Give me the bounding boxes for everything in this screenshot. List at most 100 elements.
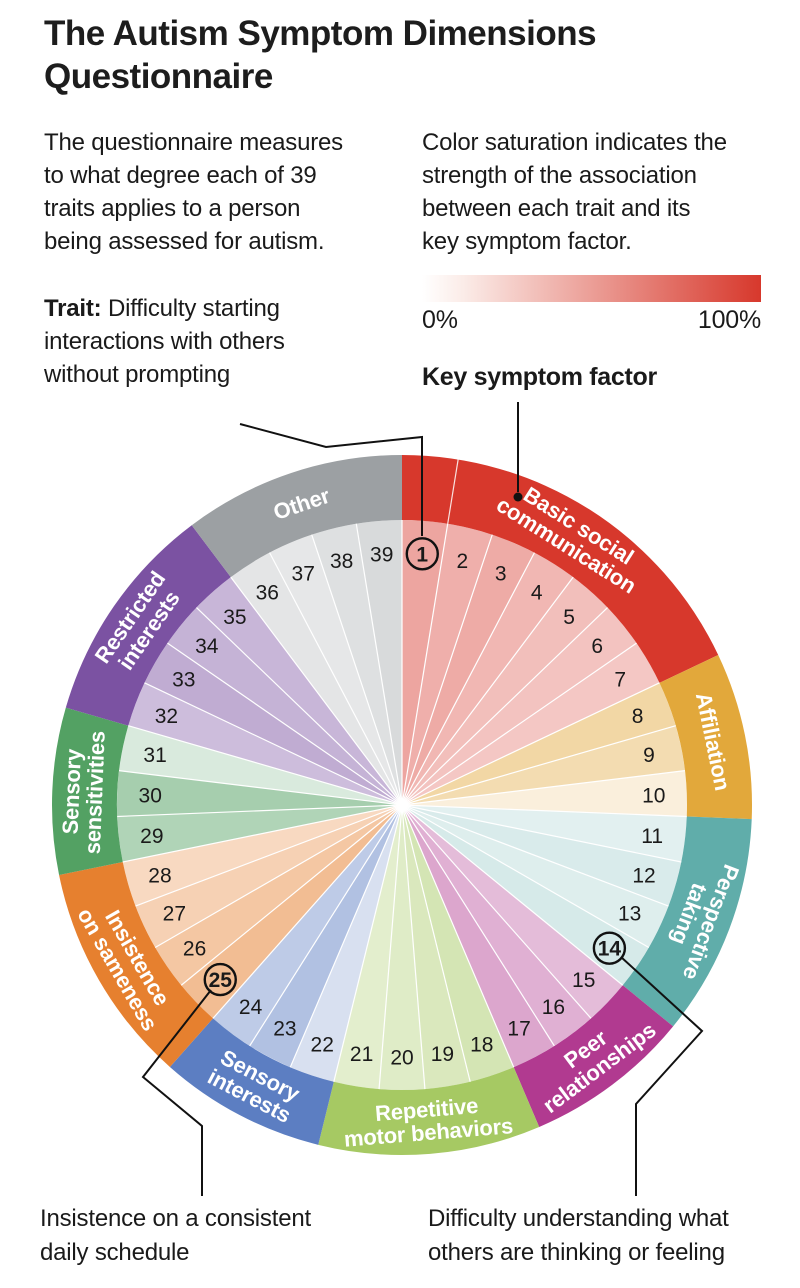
factor-label-sensory-sensitivities: Sensorysensitivities	[57, 730, 110, 855]
trait-number-34: 34	[195, 635, 219, 658]
wedge-separator	[196, 607, 403, 806]
factor-band-sensory-interests	[169, 1018, 334, 1145]
intro-paragraph: The questionnaire measures to what degre…	[44, 126, 384, 258]
trait-wedge-4	[402, 552, 574, 805]
wedge-separator	[119, 770, 403, 806]
trait-wedge-27	[135, 805, 402, 948]
trait-number-15: 15	[572, 969, 595, 992]
trait-wedge-24	[213, 805, 402, 1046]
wedge-separator	[401, 804, 471, 1082]
factor-band-repetitive-motor-behaviors	[318, 1067, 540, 1155]
trait-wedge-6	[402, 607, 637, 805]
leader-lines	[141, 402, 704, 1196]
gradient-max-label: 100%	[697, 306, 761, 334]
trait-wedge-3	[402, 534, 535, 805]
wedge-separator	[249, 804, 403, 1047]
trait-number-30: 30	[139, 784, 162, 807]
wedge-separator	[401, 576, 574, 806]
trait-number-9: 9	[643, 744, 655, 767]
legend-line: strength of the association	[422, 162, 697, 189]
wedge-separator	[401, 725, 676, 806]
trait-wedge-35	[196, 577, 402, 805]
intro-line: The questionnaire measures	[44, 129, 343, 156]
intro-line: traits applies to a person	[44, 195, 301, 222]
factor-band-other	[191, 455, 402, 578]
trait-wedge-5	[402, 577, 608, 805]
trait-number-19: 19	[431, 1043, 454, 1066]
gradient-scale-labels: 0% 100%	[422, 306, 761, 335]
trait-highlight-circle-25	[203, 962, 237, 997]
factor-band-perspective-taking	[622, 816, 752, 1027]
trait-wedge-34	[167, 607, 402, 805]
callout-line: daily schedule	[40, 1239, 190, 1266]
wedge-separator	[401, 804, 669, 907]
legend-line: between each trait and its	[422, 195, 691, 222]
wedge-separator	[378, 804, 403, 1090]
trait-wedge-28	[122, 805, 402, 907]
intro-line: to what degree each of 39	[44, 162, 317, 189]
wedge-separator	[355, 523, 403, 806]
trait-number-28: 28	[148, 865, 171, 888]
trait-number-31: 31	[143, 744, 166, 767]
trait-number-38: 38	[330, 550, 353, 573]
trait-wedge-7	[402, 643, 660, 805]
trait-wedge-9	[402, 725, 685, 805]
trait-number-26: 26	[183, 938, 206, 961]
factor-band-affiliation	[659, 654, 753, 820]
trait-highlight-circle-1	[405, 537, 439, 571]
intro-line: being assessed for autism.	[44, 228, 325, 255]
wedge-separator	[401, 642, 637, 806]
page-title-line2: Questionnaire	[44, 57, 273, 96]
wedge-separator	[154, 804, 403, 949]
trait-wedge-23	[249, 805, 402, 1068]
callout-line: others are thinking or feeling	[428, 1239, 725, 1266]
factor-bands	[51, 455, 753, 1155]
saturation-gradient-bar	[422, 275, 761, 302]
trait-wedge-25	[181, 805, 402, 1019]
trait-number-22: 22	[311, 1034, 334, 1057]
callout-line: Insistence on a consistent	[40, 1205, 311, 1232]
trait-number-32: 32	[155, 705, 178, 728]
trait-callout-label: Trait:	[44, 295, 102, 322]
key-symptom-factor-label: Key symptom factor	[422, 363, 657, 391]
factor-band-restricted-interests	[65, 525, 231, 726]
trait-number-2: 2	[456, 550, 468, 573]
legend-line: key symptom factor.	[422, 228, 632, 255]
trait-leader-line	[239, 423, 423, 536]
trait-wedge-38	[311, 523, 402, 805]
trait-wedge-20	[379, 805, 425, 1091]
trait-number-4: 4	[531, 582, 543, 605]
trait-number-12: 12	[632, 865, 655, 888]
trait-number-14: 14	[598, 938, 622, 961]
wedge-separator	[144, 682, 403, 806]
factor-band-peer-relationships	[513, 985, 674, 1127]
callout-line: Difficulty understanding what	[428, 1205, 729, 1232]
trait-wedge-32	[128, 682, 402, 805]
trait-number-20: 20	[390, 1047, 413, 1070]
trait-wedge-2	[402, 523, 493, 805]
wedge-separator	[135, 804, 403, 907]
trait-callout: Trait: Difficulty starting interactions …	[44, 292, 374, 391]
key-factor-dot	[513, 492, 523, 502]
trait-number-7: 7	[614, 669, 626, 692]
wedge-separator	[401, 804, 687, 818]
trait-number-16: 16	[542, 996, 565, 1019]
trait-wedge-17	[402, 805, 555, 1068]
trait-number-24: 24	[239, 996, 263, 1019]
wedge-separator	[122, 804, 403, 863]
trait-number-35: 35	[223, 606, 246, 629]
trait-wedge-14	[402, 805, 649, 986]
trait-callout-line2: interactions with others	[44, 328, 285, 355]
trait-number-5: 5	[563, 606, 575, 629]
trait-wedge-37	[269, 534, 402, 805]
wedge-separators	[117, 520, 687, 1090]
trait-callout-line1: Trait: Difficulty starting	[44, 292, 374, 325]
wedge-separator	[401, 552, 535, 806]
trait-wedge-13	[402, 805, 669, 948]
factor-band-sensory-sensitivities	[51, 707, 129, 876]
trait-number-8: 8	[632, 705, 644, 728]
trait-wedge-16	[402, 805, 591, 1046]
factor-band-basic-social-communication	[402, 455, 719, 683]
